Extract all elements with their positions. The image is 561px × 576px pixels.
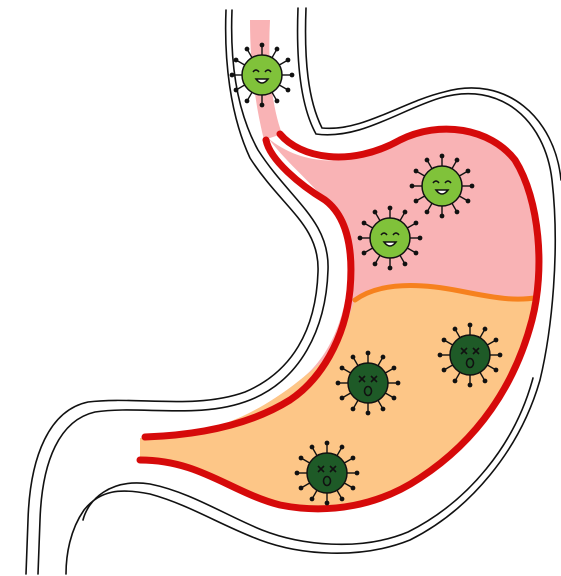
stomach-illustration xyxy=(0,0,561,576)
